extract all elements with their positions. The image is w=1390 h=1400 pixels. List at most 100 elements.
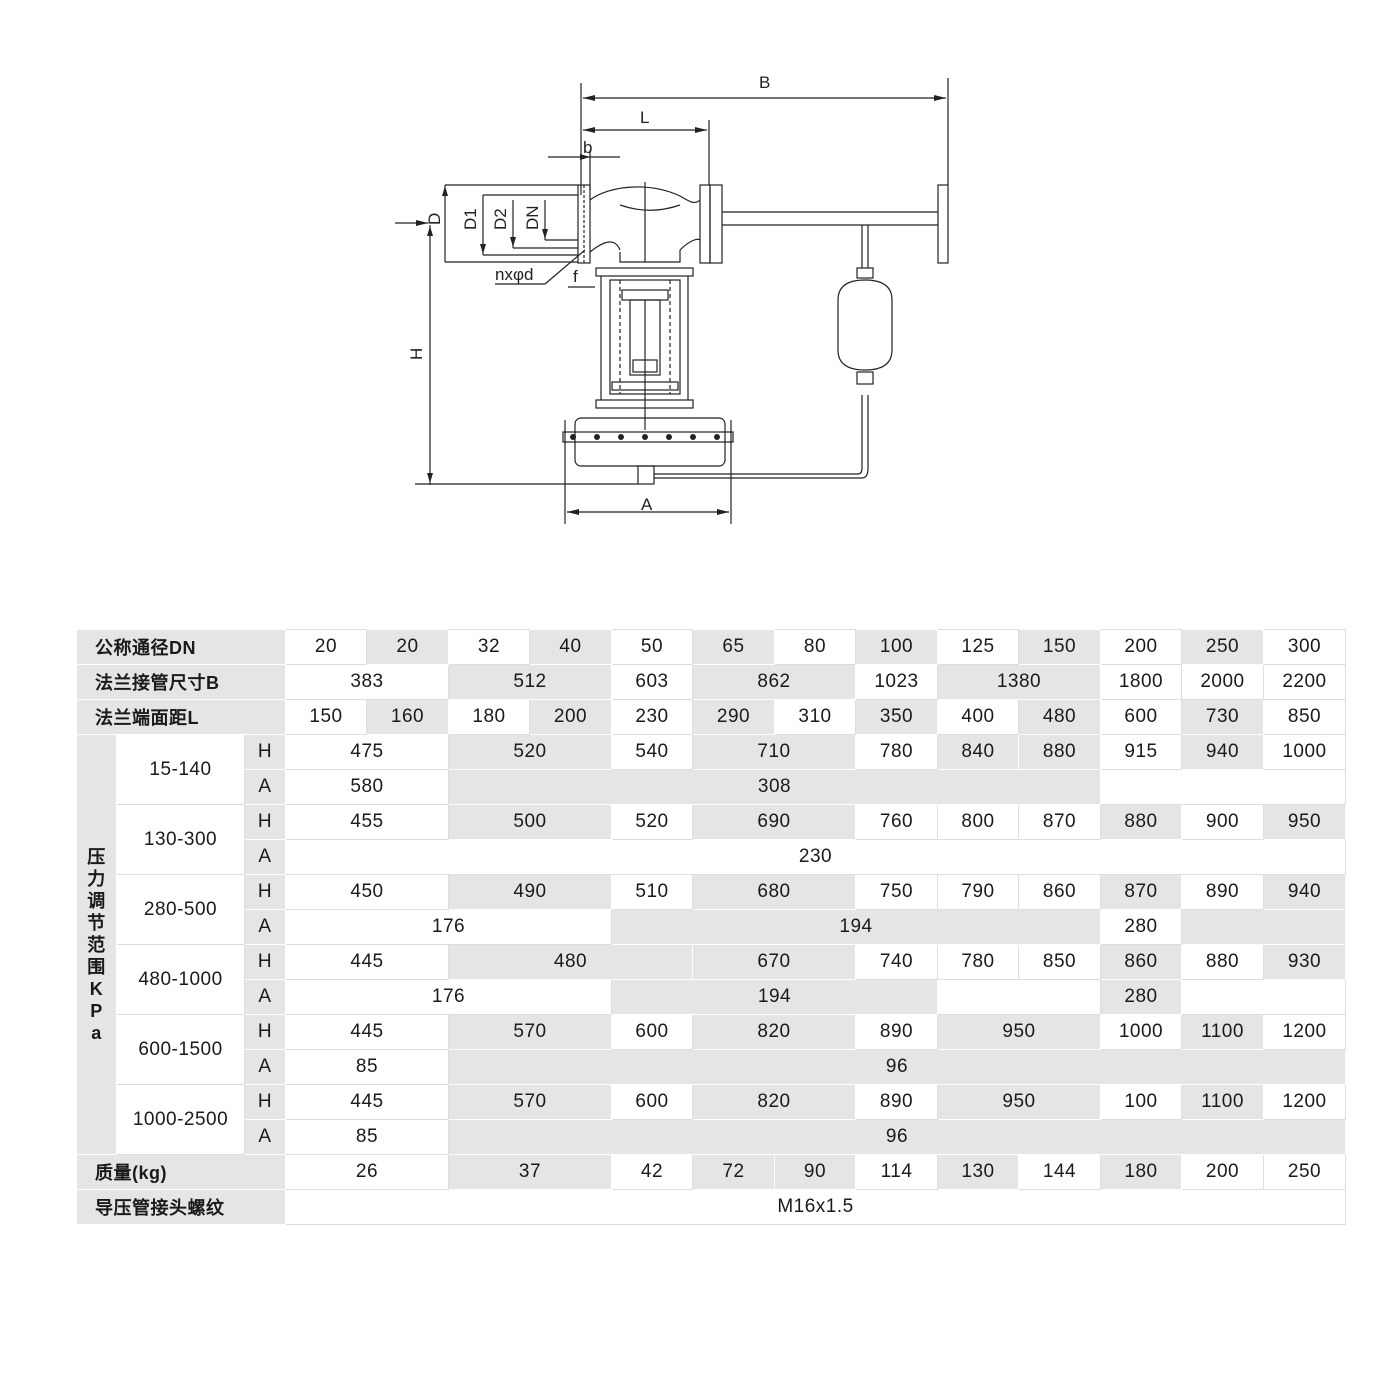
- table-cell: 160: [366, 699, 449, 735]
- table-cell: 176: [285, 979, 612, 1015]
- row-label-thread: 导压管接头螺纹: [76, 1189, 286, 1225]
- table-row-range5-h: 600-1500 H 445 570 600 820 890 950 1000 …: [77, 1014, 1346, 1085]
- table-cell: 570: [448, 1014, 612, 1050]
- table-cell: 580: [285, 769, 449, 805]
- table-cell: 1100: [1181, 1084, 1264, 1120]
- table-cell: 96: [448, 1119, 1346, 1155]
- table-cell: 125: [937, 629, 1019, 665]
- row-label-mass: 质量(kg): [76, 1154, 286, 1190]
- table-cell: 510: [611, 874, 693, 910]
- table-cell: 730: [1181, 699, 1264, 735]
- table-cell: 710: [692, 734, 856, 770]
- table-cell: 400: [937, 699, 1019, 735]
- table-cell: 900: [1181, 804, 1264, 840]
- table-cell: 475: [285, 734, 449, 770]
- range-label: 600-1500: [116, 1014, 245, 1085]
- row-label-flange-b: 法兰接管尺寸B: [76, 664, 286, 700]
- table-cell: 520: [448, 734, 612, 770]
- table-cell: 862: [692, 664, 856, 700]
- table-cell: 176: [285, 909, 612, 945]
- table-cell: 480: [1018, 699, 1101, 735]
- table-cell: 915: [1100, 734, 1182, 770]
- a-label: A: [244, 839, 286, 875]
- a-label: A: [244, 1119, 286, 1155]
- table-cell: 890: [855, 1014, 938, 1050]
- table-cell: 32: [448, 629, 530, 665]
- table-cell: 740: [855, 944, 938, 980]
- table-cell: 850: [1018, 944, 1101, 980]
- table-cell: 870: [1100, 874, 1182, 910]
- table-cell: 96: [448, 1049, 1346, 1085]
- table-cell: [1100, 769, 1346, 805]
- table-cell: 600: [1100, 699, 1182, 735]
- a-label: A: [244, 909, 286, 945]
- dim-label-d1: D1: [461, 208, 480, 230]
- table-cell: 20: [366, 629, 449, 665]
- table-cell: 1200: [1263, 1014, 1346, 1050]
- table-cell: 200: [1100, 629, 1182, 665]
- table-cell: 570: [448, 1084, 612, 1120]
- table-row-range6-a: A 85 96: [77, 1119, 1346, 1155]
- dim-label-a: A: [641, 495, 653, 514]
- table-cell: 383: [285, 664, 449, 700]
- dim-label-nxphid: nxφd: [495, 265, 533, 284]
- table-cell: 37: [448, 1154, 612, 1190]
- table-cell: 280: [1100, 909, 1182, 945]
- h-label: H: [244, 804, 286, 840]
- table-cell: 20: [285, 629, 367, 665]
- table-cell: 940: [1263, 874, 1346, 910]
- table-cell: 72: [692, 1154, 775, 1190]
- dim-label-dn: DN: [523, 205, 542, 230]
- h-label: H: [244, 734, 286, 770]
- row-label-flange-l: 法兰端面距L: [76, 699, 286, 735]
- valve-drawing: B L b D D1 D2 DN nxφd f H A: [395, 73, 949, 524]
- table-cell: 680: [692, 874, 856, 910]
- table-cell: 780: [937, 944, 1019, 980]
- table-cell: 230: [611, 699, 693, 735]
- dim-label-b-big: B: [759, 73, 770, 92]
- table-cell: 80: [774, 629, 856, 665]
- dim-label-d: D: [425, 213, 444, 225]
- table-row-range3-h: 280-500 H 450 490 510 680 750 790 860 87…: [77, 874, 1346, 945]
- h-label: H: [244, 1014, 286, 1050]
- table-cell: 42: [611, 1154, 693, 1190]
- table-cell: 445: [285, 1084, 449, 1120]
- table-row-range5-a: A 85 96: [77, 1049, 1346, 1085]
- table-cell: 200: [1181, 1154, 1264, 1190]
- table-cell: 250: [1181, 629, 1264, 665]
- table-cell: 150: [1018, 629, 1101, 665]
- table-cell: 930: [1263, 944, 1346, 980]
- table-cell: 480: [448, 944, 693, 980]
- table-cell: 90: [774, 1154, 856, 1190]
- range-label: 15-140: [116, 734, 245, 805]
- table-row-flange-b: 法兰接管尺寸B 383 512 603 862 1023 1380 1800 2…: [76, 664, 1346, 700]
- table-cell: 880: [1018, 734, 1101, 770]
- dim-label-h: H: [407, 348, 426, 360]
- range-label: 480-1000: [116, 944, 245, 1015]
- table-cell: 280: [1100, 979, 1182, 1015]
- table-cell: 194: [611, 979, 938, 1015]
- dim-label-b-small: b: [583, 138, 592, 157]
- table-cell: 2000: [1181, 664, 1264, 700]
- h-label: H: [244, 874, 286, 910]
- table-cell: 603: [611, 664, 693, 700]
- table-cell: 250: [1263, 1154, 1346, 1190]
- table-cell: 130: [937, 1154, 1019, 1190]
- table-cell: 144: [1018, 1154, 1101, 1190]
- table-cell: 840: [937, 734, 1019, 770]
- table-cell: 790: [937, 874, 1019, 910]
- table-row-range1-h: 压力调节范围KPa 15-140 H 475 520 540 710 780 8…: [76, 734, 1346, 1155]
- table-row-mass: 质量(kg) 26 37 42 72 90 114 130 144 180 20…: [76, 1154, 1346, 1190]
- table-row-flange-l: 法兰端面距L 150 160 180 200 230 290 310 350 4…: [76, 699, 1346, 735]
- table-row-range1-a: A 580 308: [77, 769, 1346, 805]
- table-cell: [937, 979, 1101, 1015]
- table-cell: 870: [1018, 804, 1101, 840]
- row-label-dn: 公称通径DN: [76, 629, 286, 665]
- table-row-range6-h: 1000-2500 H 445 570 600 820 890 950 100 …: [77, 1084, 1346, 1155]
- table-cell: 940: [1181, 734, 1264, 770]
- table-cell: 100: [855, 629, 938, 665]
- table-cell: 490: [448, 874, 612, 910]
- table-row-range4-a: A 176 194 280: [77, 979, 1346, 1015]
- table-cell: 450: [285, 874, 449, 910]
- table-row-range2-a: A 230: [77, 839, 1346, 875]
